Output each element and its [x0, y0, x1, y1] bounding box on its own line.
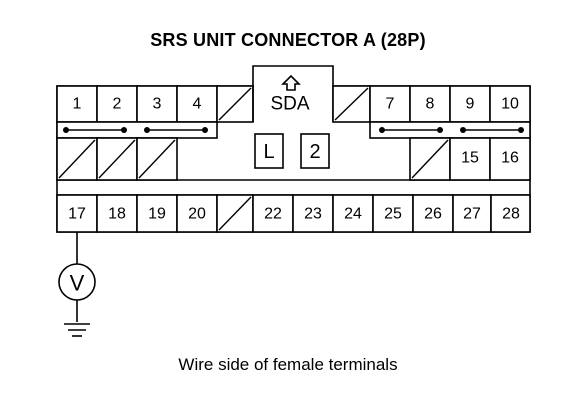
row3-terminals: 17 18 19 20 22 23 24 25 26 27 28 [56, 194, 531, 233]
terminal-28-label: 28 [502, 206, 520, 223]
terminal-20 [176, 194, 218, 233]
terminal-16 [489, 137, 531, 181]
diagram-title: SRS UNIT CONNECTOR A (28P) [150, 30, 426, 50]
lock-label: SDA [270, 94, 309, 115]
terminal-25-label: 25 [384, 206, 402, 223]
arrow-up-icon [281, 74, 301, 91]
row2-left-unused [56, 137, 178, 181]
terminal-16-label: 16 [501, 150, 519, 167]
terminal-9-label: 9 [466, 96, 475, 113]
terminal-26-label: 26 [424, 206, 442, 223]
terminal-23-label: 23 [304, 206, 322, 223]
row1-right-terminals: 7 8 9 10 [369, 85, 531, 123]
ground-icon [64, 323, 90, 337]
shorting-bar-1-2 [63, 127, 127, 133]
terminal-20-label: 20 [188, 206, 206, 223]
shorting-bar-3-4 [144, 127, 208, 133]
key-letter-box [254, 133, 284, 169]
row1-left-terminals: 1 2 3 4 [56, 85, 218, 123]
terminal-10-label: 10 [501, 96, 519, 113]
terminal-8-label: 8 [426, 96, 435, 113]
terminal-22 [252, 194, 294, 233]
terminal-27 [452, 194, 492, 233]
key-letter: L [263, 141, 274, 163]
terminal-24-label: 24 [344, 206, 362, 223]
terminal-17 [56, 194, 98, 233]
terminal-19-label: 19 [148, 206, 166, 223]
terminal-17-label: 17 [68, 206, 86, 223]
terminal-15-label: 15 [461, 150, 479, 167]
key-number-box [300, 133, 330, 169]
terminal-1-label: 1 [73, 96, 82, 113]
terminal-28 [490, 194, 531, 233]
voltmeter-symbol: V [70, 271, 85, 296]
key-number: 2 [309, 141, 320, 163]
terminal-4-label: 4 [193, 96, 202, 113]
terminal-27-label: 27 [463, 206, 481, 223]
diagram-caption: Wire side of female terminals [178, 355, 398, 374]
terminal-1 [56, 85, 98, 123]
terminal-2-label: 2 [113, 96, 122, 113]
shorting-bar-7-8 [379, 127, 443, 133]
terminal-24 [332, 194, 374, 233]
terminal-23 [292, 194, 334, 233]
terminal-8 [409, 85, 451, 123]
terminal-9 [449, 85, 491, 123]
terminal-19 [136, 194, 178, 233]
terminal-22-label: 22 [264, 206, 282, 223]
shorting-bar-9-10 [460, 127, 524, 133]
terminal-7-label: 7 [386, 96, 395, 113]
terminal-18 [96, 194, 138, 233]
terminal-3-label: 3 [153, 96, 162, 113]
terminal-18-label: 18 [108, 206, 126, 223]
